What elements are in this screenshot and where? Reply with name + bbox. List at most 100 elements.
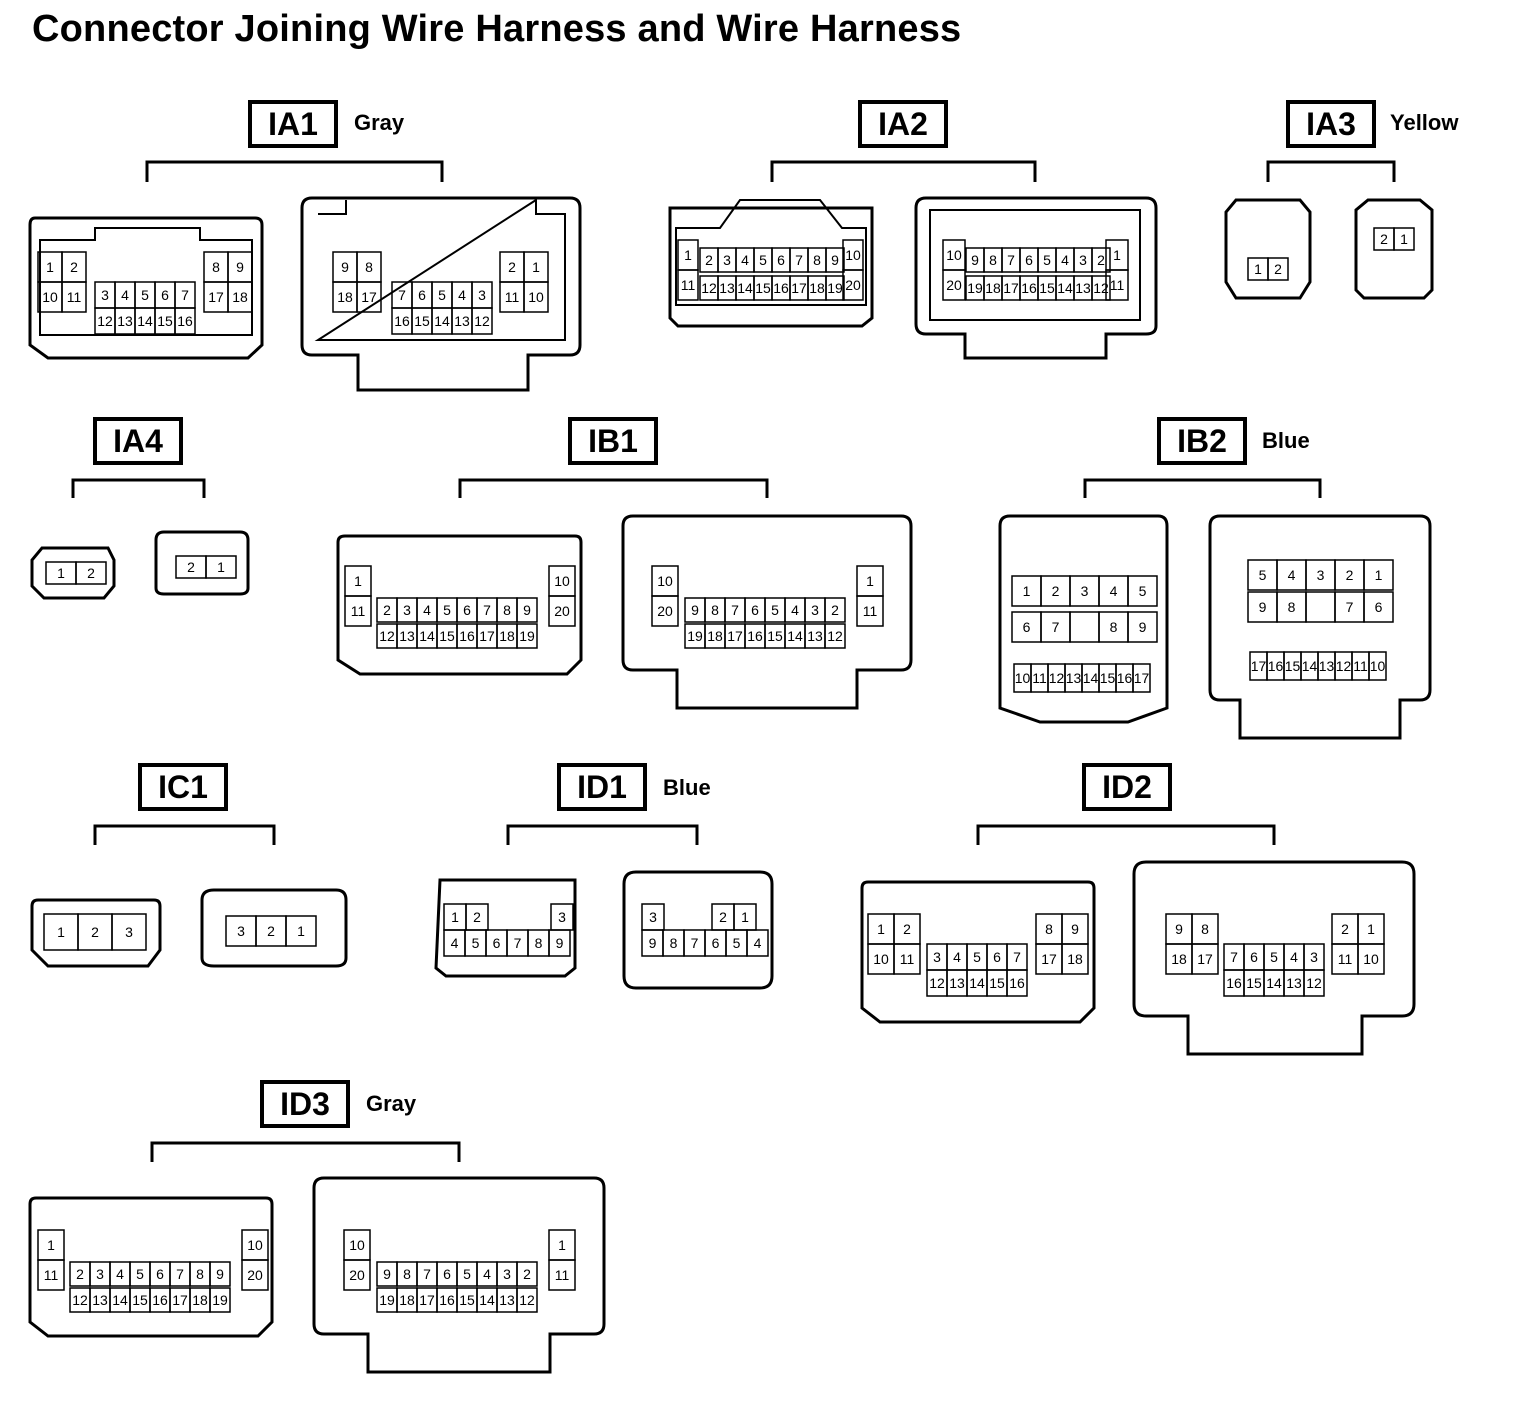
- pin-number: 5: [1043, 252, 1051, 268]
- connector-label-ia4: IA4: [93, 417, 183, 465]
- pin-cavity: [1303, 969, 1325, 997]
- pin-number: 6: [493, 935, 501, 951]
- ic1-male-housing: [30, 898, 162, 968]
- pin-number: 11: [1110, 277, 1125, 293]
- id2-male-housing: [860, 880, 1096, 1024]
- pin-number: 10: [1363, 951, 1379, 967]
- pin-number: 8: [1288, 599, 1296, 615]
- pin-number: 11: [681, 277, 696, 293]
- pin-number: 3: [811, 602, 819, 618]
- pin-number: 6: [1250, 949, 1258, 965]
- pin-number: 9: [383, 1266, 391, 1282]
- pin-number: 5: [463, 1266, 471, 1282]
- pin-number: 9: [649, 935, 657, 951]
- pin-cavity: [523, 281, 549, 313]
- pin-number: 15: [459, 1292, 475, 1308]
- pin-number: 16: [1268, 658, 1284, 674]
- pin-number: 18: [499, 628, 515, 644]
- pin-number: 17: [1251, 658, 1267, 674]
- pin-number: 10: [946, 247, 962, 263]
- pin-number: 2: [508, 259, 516, 275]
- pin-number: 18: [192, 1292, 208, 1308]
- pin-number: 4: [116, 1266, 124, 1282]
- pin-cavity: [825, 275, 845, 301]
- pin-number: 10: [1015, 670, 1031, 686]
- pin-cavity: [1006, 969, 1028, 997]
- pin-number: 13: [807, 628, 823, 644]
- pin-cavity: [205, 555, 237, 579]
- pin-number: 3: [1317, 567, 1325, 583]
- pin-number: 2: [91, 924, 99, 940]
- pin-number: 12: [929, 975, 945, 991]
- pin-number: 10: [554, 573, 570, 589]
- pin-number: 4: [791, 602, 799, 618]
- pin-cavity: [209, 1261, 231, 1287]
- pin-cavity: [548, 1259, 576, 1291]
- pin-number: 6: [463, 602, 471, 618]
- pin-number: 8: [365, 259, 373, 275]
- pin-cavity: [471, 307, 493, 335]
- pin-number: 18: [1067, 951, 1083, 967]
- ic1-female-housing: [200, 888, 348, 968]
- pin-cavity: [842, 269, 864, 301]
- pin-number: 7: [181, 287, 189, 303]
- pin-cavity: [651, 595, 679, 627]
- pin-number: 6: [418, 287, 426, 303]
- pin-cavity: [746, 929, 769, 957]
- pin-number: 10: [845, 247, 861, 263]
- pin-number: 16: [1226, 975, 1242, 991]
- pin-number: 10: [42, 289, 58, 305]
- id3-male-housing: [28, 1196, 274, 1338]
- pin-cavity: [1267, 257, 1289, 281]
- pin-number: 12: [1093, 280, 1109, 296]
- pin-number: 5: [1259, 567, 1267, 583]
- pin-number: 9: [1071, 921, 1079, 937]
- pin-number: 1: [217, 559, 225, 575]
- id1-male-housing: [434, 878, 577, 978]
- pin-number: 20: [657, 603, 673, 619]
- pin-number: 1: [297, 923, 305, 939]
- pin-number: 1: [1400, 231, 1408, 247]
- pin-number: 15: [1285, 658, 1301, 674]
- pin-number: 18: [337, 289, 353, 305]
- pin-number: 7: [176, 1266, 184, 1282]
- ia3-female-housing: [1354, 198, 1434, 300]
- pin-number: 9: [341, 259, 349, 275]
- pin-number: 12: [1336, 658, 1352, 674]
- pin-cavity: [1061, 943, 1089, 975]
- pin-number: 8: [212, 259, 220, 275]
- pin-number: 5: [472, 935, 480, 951]
- pin-number: 3: [125, 924, 133, 940]
- pin-number: 4: [1288, 567, 1296, 583]
- pin-number: 3: [933, 949, 941, 965]
- pin-cavity: [1363, 591, 1394, 623]
- pin-number: 7: [423, 1266, 431, 1282]
- pin-number: 12: [379, 628, 395, 644]
- bracket-ia2: [770, 160, 1037, 182]
- pin-number: 3: [478, 287, 486, 303]
- pin-number: 10: [349, 1237, 365, 1253]
- ia1-male-housing: [28, 216, 264, 360]
- pin-number: 14: [137, 313, 153, 329]
- pin-number: 14: [419, 628, 435, 644]
- pin-number: 14: [1083, 670, 1099, 686]
- bracket-ia4: [71, 478, 206, 498]
- pin-number: 3: [1081, 583, 1089, 599]
- pin-number: 12: [701, 280, 717, 296]
- ia4-male-housing: [30, 546, 116, 600]
- pin-cavity: [1368, 651, 1387, 681]
- pin-number: 5: [733, 935, 741, 951]
- pin-cavity: [856, 595, 884, 627]
- pin-number: 9: [831, 252, 839, 268]
- pin-cavity: [1357, 943, 1385, 975]
- pin-number: 6: [1375, 599, 1383, 615]
- pin-number: 1: [741, 909, 749, 925]
- pin-number: 14: [969, 975, 985, 991]
- pin-number: 6: [443, 1266, 451, 1282]
- connector-label-id2: ID2: [1082, 763, 1172, 811]
- pin-number: 6: [993, 949, 1001, 965]
- pin-number: 9: [1139, 619, 1147, 635]
- pin-cavity: [1127, 575, 1158, 607]
- pin-number: 19: [519, 628, 535, 644]
- pin-cavity: [1132, 663, 1151, 693]
